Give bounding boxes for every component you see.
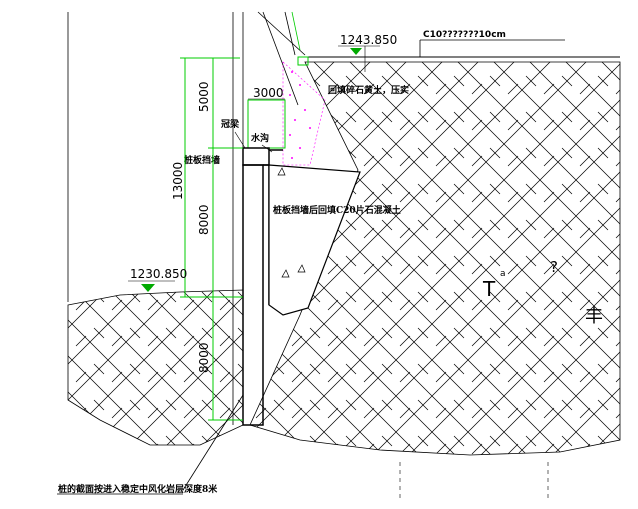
coping-leader [234,131,246,149]
elevation-left-text: 1230.850 [130,267,187,281]
elevation-top-marker [350,48,362,55]
backfill-label: 回填碎石黄土，压实 [328,84,409,96]
rock-symbol-q: ? [550,258,558,276]
slope-line-d [291,11,301,51]
dim-middle-text: 8000 [197,204,211,235]
rock-symbol-right: 丰 [585,306,603,327]
coping-label: 冠梁 [221,118,240,130]
dim-upper-text: 5000 [197,81,211,112]
backfill-dots [289,71,311,159]
concrete-fill-zone [268,164,361,316]
dim-width-top: 3000 [253,86,284,100]
ditch-label: 水沟 [251,132,269,144]
ditch-leader [261,144,273,153]
elevation-left-marker [141,284,155,292]
slope-line-c [284,11,296,56]
pile-wall [242,164,264,426]
dim-total-text: 13000 [171,162,185,200]
rock-symbol-sub: a [500,269,506,279]
elevation-top-text: 1243.850 [340,33,397,47]
surface-layer-label: C10???????10cm [423,30,506,40]
rock-symbol-t: T [482,277,496,301]
coping-beam [242,147,270,166]
rock-mass-left [67,289,244,446]
concrete-triangles [277,167,306,278]
top-anchor-block [297,56,309,66]
backfill-zone [282,61,326,166]
footnote-leader [182,394,244,491]
pile-wall-label: 桩板挡墙 [184,154,220,166]
footnote-label: 桩的截面按进入稳定中风化岩层深度8米 [58,483,218,495]
dim-lower-text: 8000 [197,342,211,373]
concrete-fill-label: 桩板挡墙后回填C20片石混凝土 [273,204,401,216]
slope-line-b [262,11,299,106]
